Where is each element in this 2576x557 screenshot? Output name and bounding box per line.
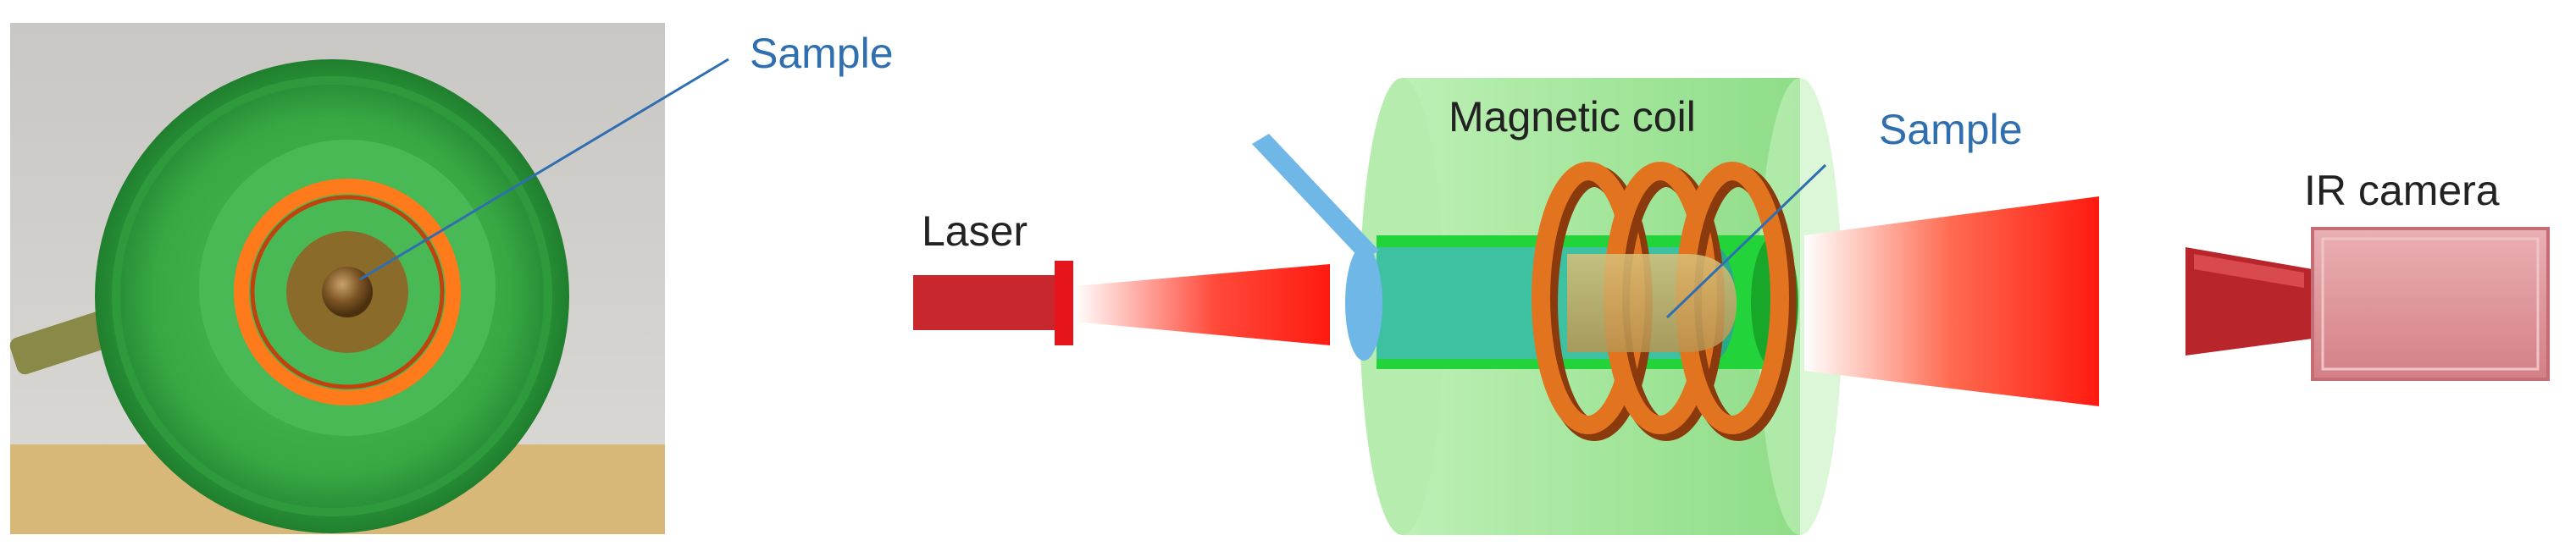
ir-camera-label: IR camera xyxy=(2304,167,2500,214)
schematic-sample-label: Sample xyxy=(1879,106,2023,153)
green-housing-rim xyxy=(112,76,552,516)
laser-label: Laser xyxy=(922,207,1028,255)
photo-sample-leader-line xyxy=(359,58,729,281)
laser-aperture xyxy=(1055,261,1073,345)
photo-panel: Sample xyxy=(9,23,894,534)
coil-housing-right-face xyxy=(1758,78,1842,535)
laser-beam xyxy=(1074,264,1330,345)
window-holder-arm xyxy=(1252,134,1379,261)
photo-sample-label: Sample xyxy=(750,30,894,77)
ir-camera-body xyxy=(2311,227,2550,381)
coil-ring-inner-shadow xyxy=(250,195,445,389)
magnetic-coil-label: Magnetic coil xyxy=(1449,93,1696,141)
coil-ring-outer xyxy=(234,179,461,405)
ir-camera-lens-highlight xyxy=(2194,254,2304,288)
schematic-sample-leader-line xyxy=(1665,163,1827,319)
ir-emission-cone xyxy=(1804,196,2099,406)
laser-body xyxy=(913,275,1057,330)
sample-ball xyxy=(322,267,373,317)
ir-camera-body-bevel xyxy=(2321,237,2540,371)
schematic-panel: Laser Magnetic coil xyxy=(913,78,2550,535)
optical-window xyxy=(1345,245,1382,361)
sample-capsule xyxy=(1567,254,1737,352)
